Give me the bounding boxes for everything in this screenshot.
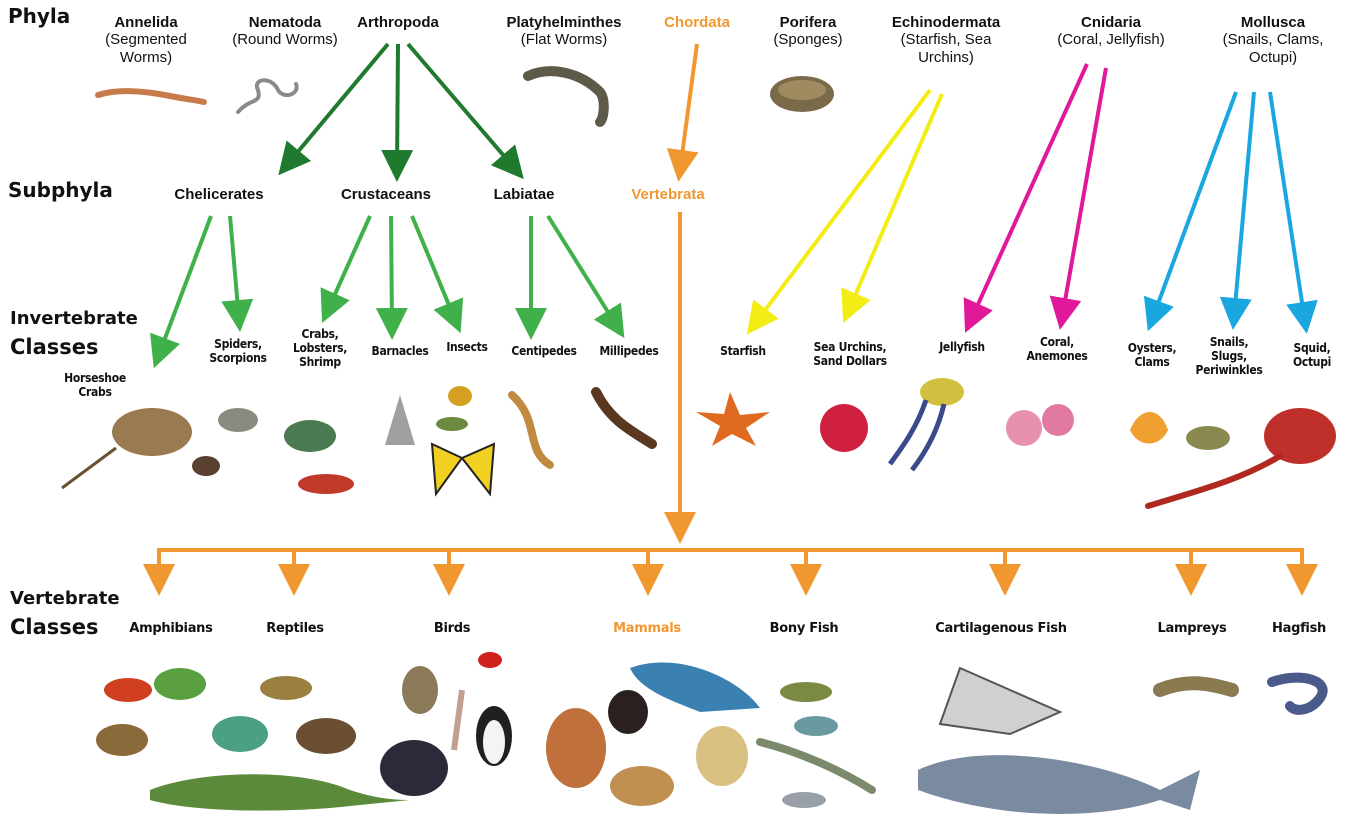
kangaroo-illustration <box>546 708 606 788</box>
octopus-tentacle <box>1148 456 1280 506</box>
spider-illustration <box>192 456 220 476</box>
ostrich-neck <box>454 690 462 750</box>
turtle-illustration <box>296 718 356 754</box>
toad-illustration <box>96 724 148 756</box>
horseshoe-crab-illustration <box>112 408 192 456</box>
flat-worm-illustration <box>528 71 604 122</box>
scorpion-illustration <box>218 408 258 432</box>
coral-illustration <box>1042 404 1074 436</box>
salamander-illustration <box>104 678 152 702</box>
chimpanzee-illustration <box>608 690 648 734</box>
lobster-illustration <box>298 474 354 494</box>
centipede-illustration <box>512 395 550 465</box>
round-worm-illustration <box>238 80 297 112</box>
snake-illustration <box>260 676 312 700</box>
horseshoe-crab-tail <box>62 448 116 488</box>
snail-illustration <box>1186 426 1230 450</box>
gar-illustration <box>760 742 872 790</box>
bee-illustration <box>448 386 472 406</box>
ostrich-illustration <box>380 740 448 796</box>
hammerhead-shark-illustration <box>918 755 1200 814</box>
sea-urchin-illustration <box>820 404 868 452</box>
wolf-illustration <box>610 766 674 806</box>
bass-illustration <box>780 682 832 702</box>
owl-illustration <box>402 666 438 714</box>
chameleon-illustration <box>212 716 268 752</box>
dolphin-illustration <box>630 663 760 712</box>
stingray-illustration <box>940 668 1060 734</box>
millipede-illustration <box>596 392 652 444</box>
starfish-illustration <box>696 392 770 446</box>
sponge-texture <box>778 80 826 100</box>
segmented-worm-illustration <box>98 91 204 102</box>
small-fish-illustration <box>782 792 826 808</box>
frog-illustration <box>154 668 206 700</box>
lamprey-illustration <box>1160 683 1232 690</box>
human-illustration <box>696 726 748 786</box>
barnacle-illustration <box>385 395 415 445</box>
anemone-illustration <box>1006 410 1042 446</box>
fish-illustration <box>794 716 838 736</box>
hagfish-illustration <box>1272 678 1323 710</box>
crab-illustration <box>284 420 336 452</box>
alligator-illustration <box>150 774 410 810</box>
penguin-belly <box>483 720 505 764</box>
cardinal-illustration <box>478 652 502 668</box>
butterfly-illustration <box>432 444 494 494</box>
clam-illustration <box>1130 412 1168 444</box>
beetle-illustration <box>436 417 468 431</box>
jellyfish-tentacles <box>890 400 944 470</box>
